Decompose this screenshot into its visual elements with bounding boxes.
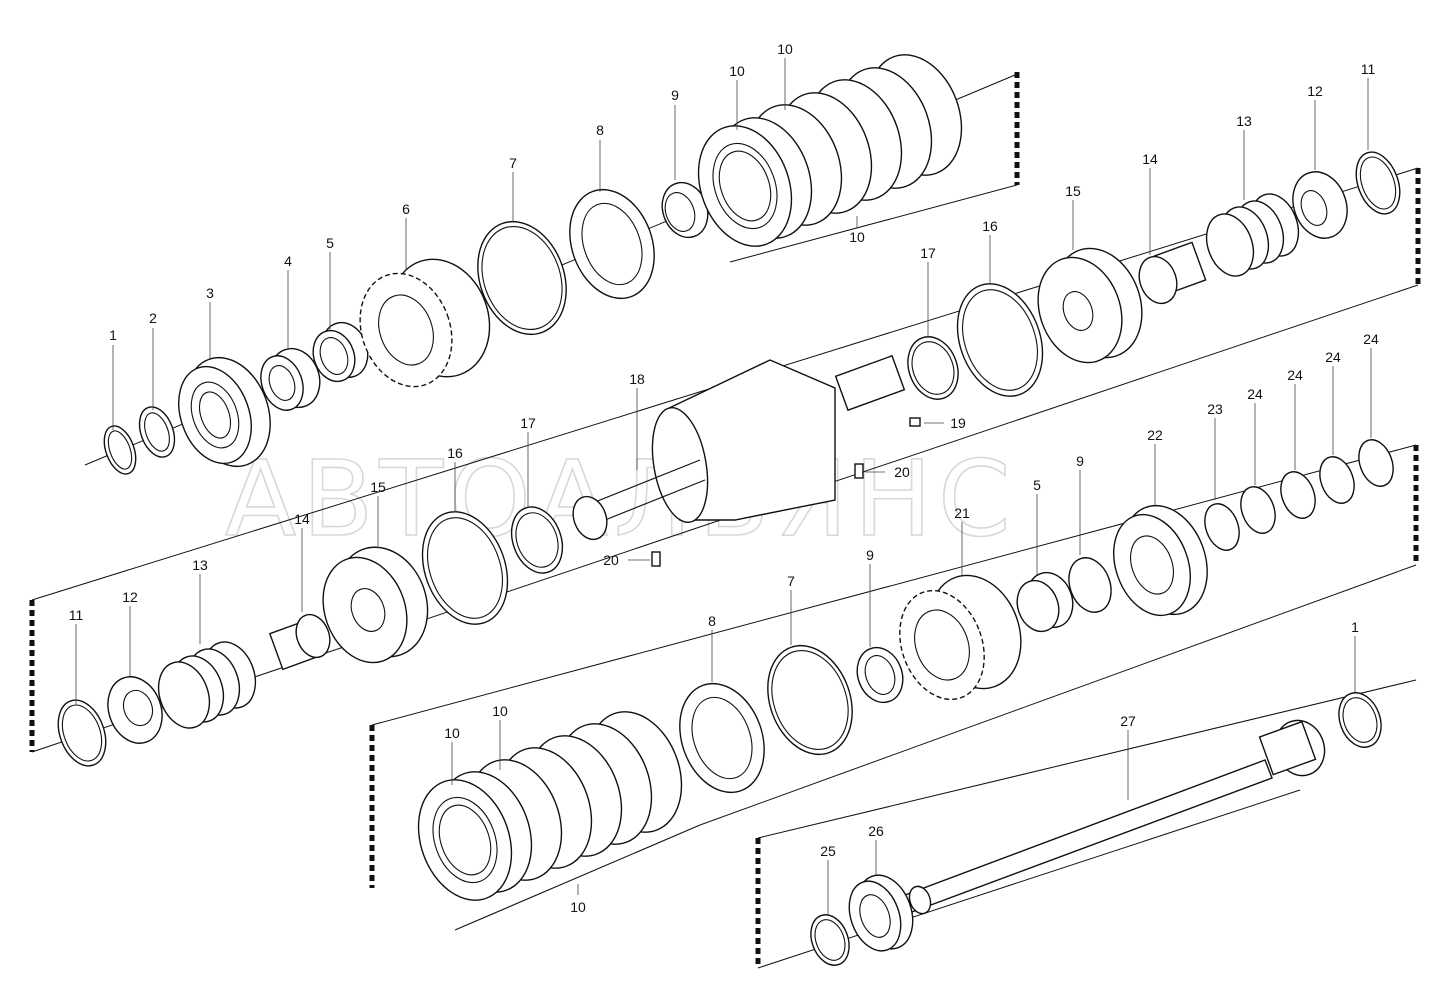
callout-24c: 24 — [1325, 349, 1341, 365]
callout-26: 26 — [868, 823, 884, 839]
lower-row-parts — [417, 644, 1382, 966]
callout-15-mid: 15 — [370, 479, 386, 495]
callout-19: 19 — [950, 415, 966, 431]
callout-15: 15 — [1065, 183, 1081, 199]
callout-27: 27 — [1120, 713, 1136, 729]
callout-7-low: 7 — [787, 573, 795, 589]
callout-24b: 24 — [1287, 367, 1303, 383]
callout-8: 8 — [596, 122, 604, 138]
callout-20a: 20 — [894, 464, 910, 480]
callout-9-mid: 9 — [1076, 453, 1084, 469]
callout-24a: 24 — [1247, 386, 1263, 402]
callout-11: 11 — [1361, 61, 1376, 77]
callout-10-low-b: 10 — [492, 703, 508, 719]
callout-16: 16 — [982, 218, 998, 234]
callout-22: 22 — [1147, 427, 1163, 443]
callout-9: 9 — [671, 87, 679, 103]
callout-4: 4 — [284, 253, 292, 269]
callout-18: 18 — [629, 371, 645, 387]
callout-10b: 10 — [777, 41, 793, 57]
callout-17-mid: 17 — [520, 415, 536, 431]
callout-25: 25 — [820, 843, 836, 859]
callout-6: 6 — [402, 201, 410, 217]
callout-12: 12 — [1307, 83, 1323, 99]
callout-1-low: 1 — [1351, 619, 1359, 635]
callout-10-low-a: 10 — [444, 725, 460, 741]
callout-10-low-c: 10 — [570, 899, 586, 915]
callout-7: 7 — [509, 155, 517, 171]
callout-8-low: 8 — [708, 613, 716, 629]
callout-21: 21 — [954, 505, 970, 521]
middle-row-parts — [57, 354, 1394, 767]
callout-13-low: 13 — [192, 557, 208, 573]
callout-labels: 1 2 3 4 5 6 7 8 9 10 10 10 11 12 13 14 1… — [69, 41, 1379, 915]
callout-13: 13 — [1236, 113, 1252, 129]
top-row-parts — [103, 54, 1401, 475]
callout-10a: 10 — [729, 63, 745, 79]
callout-1: 1 — [109, 327, 117, 343]
callout-10c: 10 — [849, 229, 865, 245]
callout-9-low: 9 — [866, 547, 874, 563]
callout-16-mid: 16 — [447, 445, 463, 461]
callout-3: 3 — [206, 285, 214, 301]
callout-23: 23 — [1207, 401, 1223, 417]
callout-2: 2 — [149, 310, 157, 326]
callout-17: 17 — [920, 245, 936, 261]
watermark: АВТОАЛЬЯНС — [225, 438, 1017, 560]
callout-5-mid: 5 — [1033, 477, 1041, 493]
callout-11-low: 11 — [69, 607, 84, 623]
callout-5: 5 — [326, 235, 334, 251]
callout-20b: 20 — [603, 552, 619, 568]
callout-14: 14 — [1142, 151, 1158, 167]
callout-12-low: 12 — [122, 589, 138, 605]
callout-14-mid: 14 — [294, 511, 310, 527]
callout-24d: 24 — [1363, 331, 1379, 347]
